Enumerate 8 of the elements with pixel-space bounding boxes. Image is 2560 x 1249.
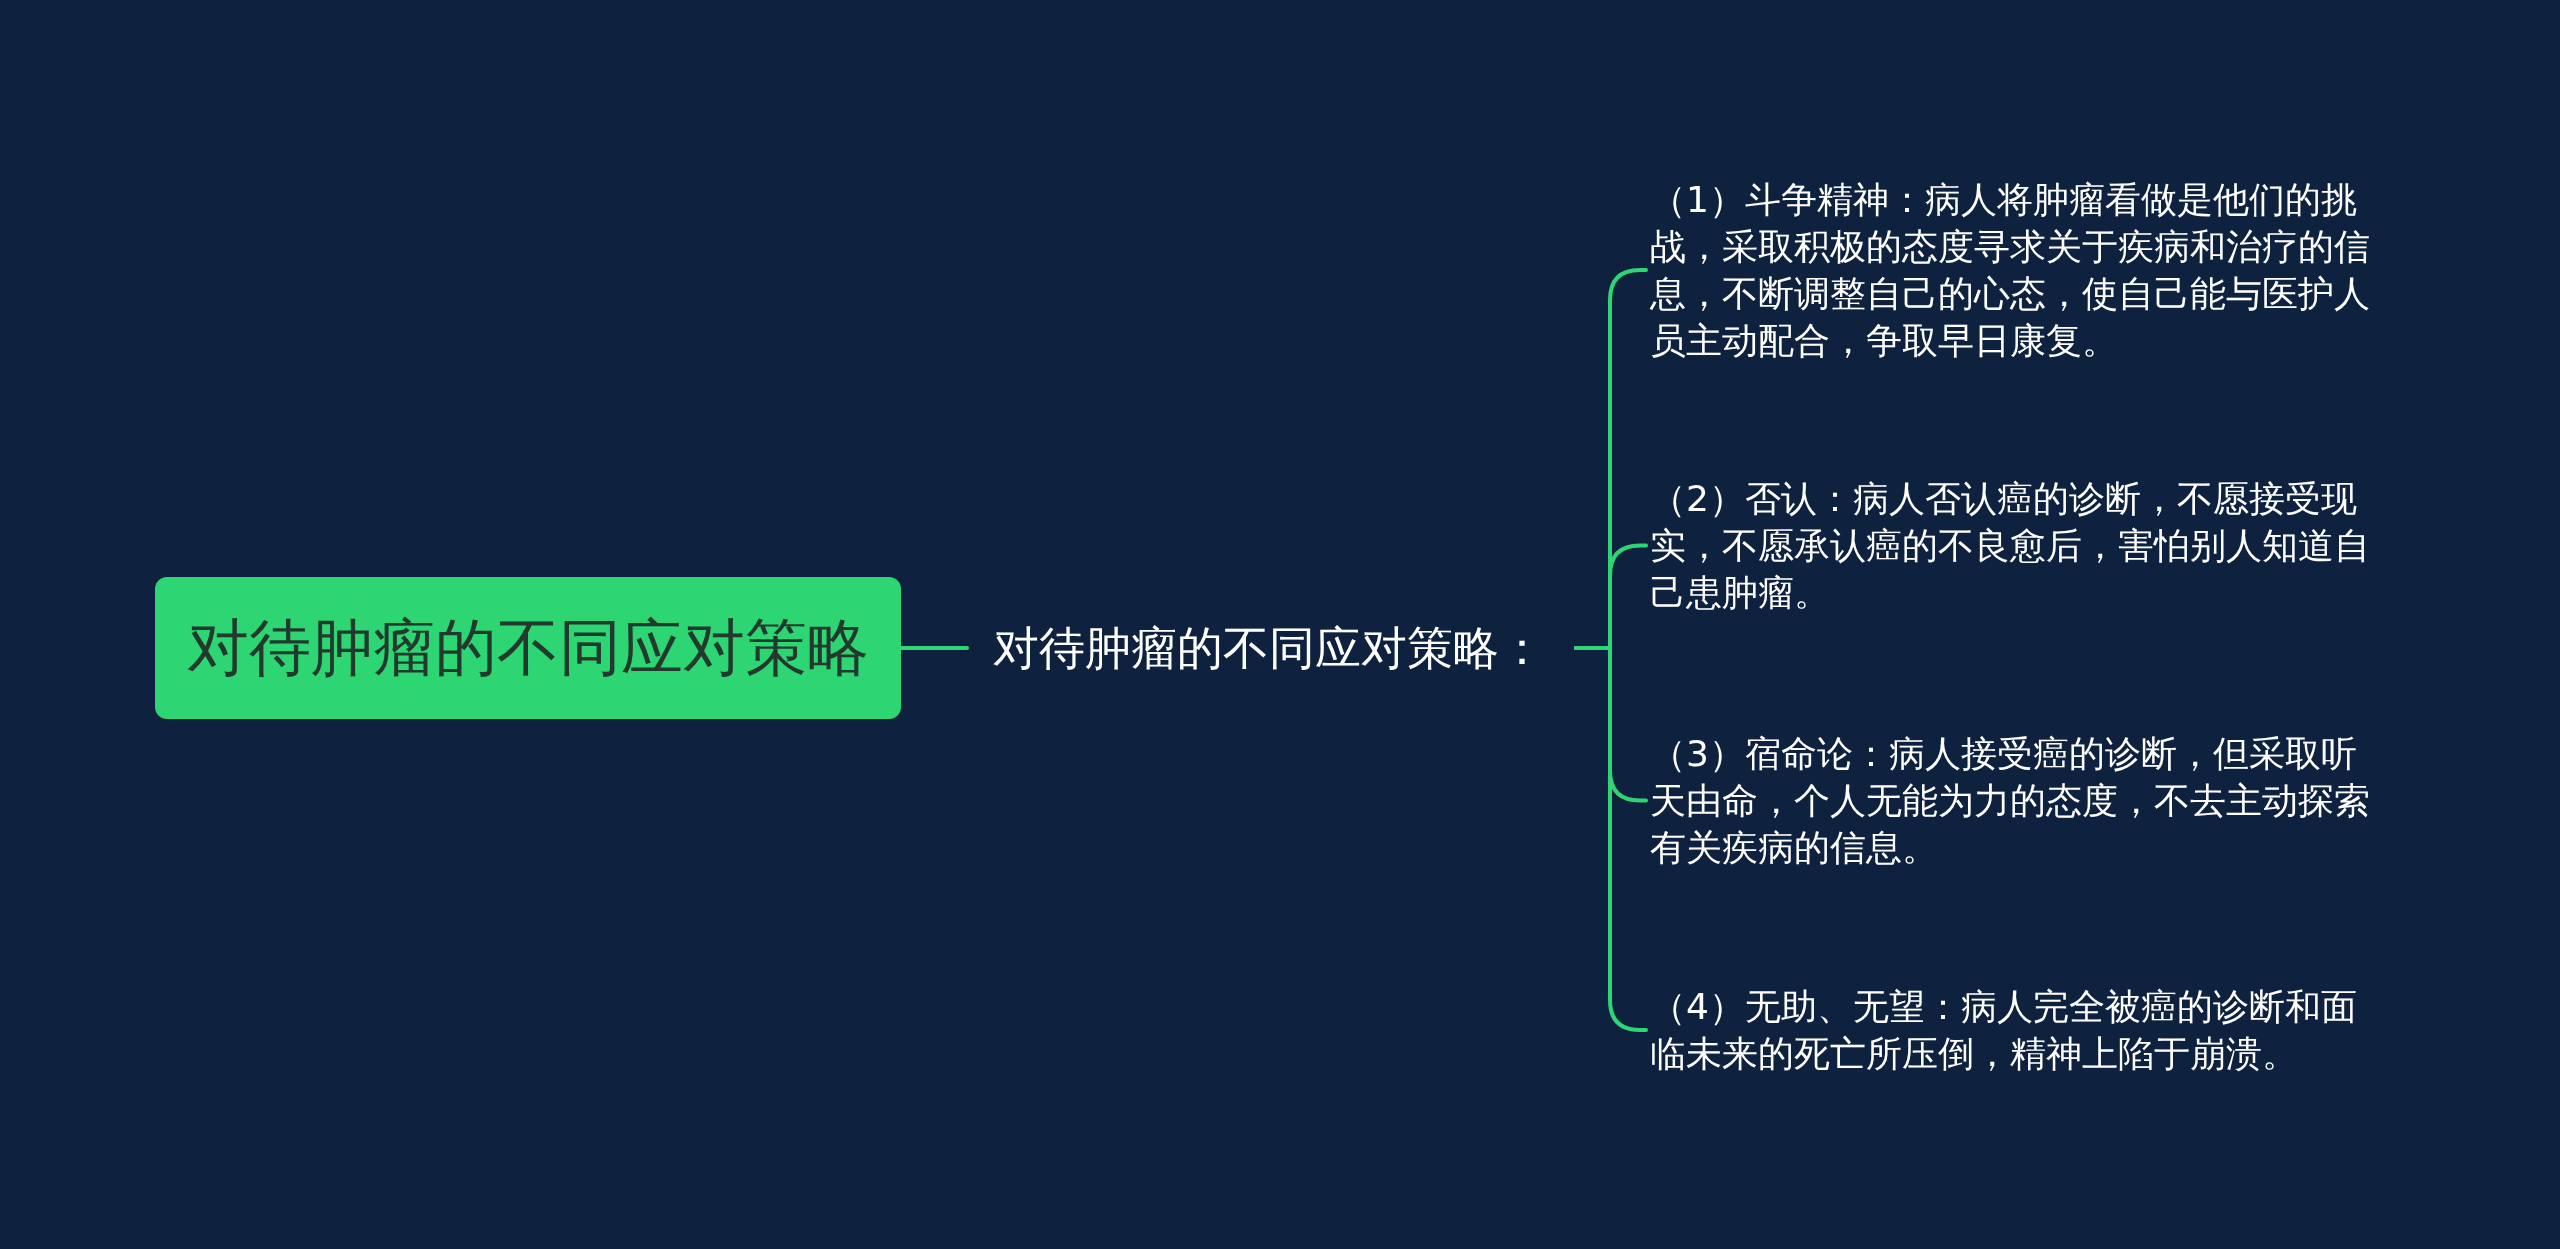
branch-text: （2）否认：病人否认癌的诊断，不愿接受现实，不愿承认癌的不良愈后，害怕别人知道自己患肿瘤。: [1650, 477, 2371, 615]
topic-text: 对待肿瘤的不同应对策略: [187, 612, 869, 684]
subtopic-text: 对待肿瘤的不同应对策略：: [993, 620, 1545, 676]
branch-text: （1）斗争精神：病人将肿瘤看做是他们的挑战，采取积极的态度寻求关于疾病和治疗的信息，不断调整自己的心态，使自己能与医护人员主动配合，争取早日康复。: [1650, 178, 2371, 363]
branch-text: （4）无助、无望：病人完全被癌的诊断和面临未来的死亡所压倒，精神上陷于崩溃。: [1650, 985, 2358, 1076]
branch-text: （3）宿命论：病人接受癌的诊断，但采取听天由命，个人无能为力的态度，不去主动探索有关疾病的信息。: [1650, 732, 2371, 870]
connector-line: [899, 646, 969, 650]
topic-box: [155, 577, 901, 719]
